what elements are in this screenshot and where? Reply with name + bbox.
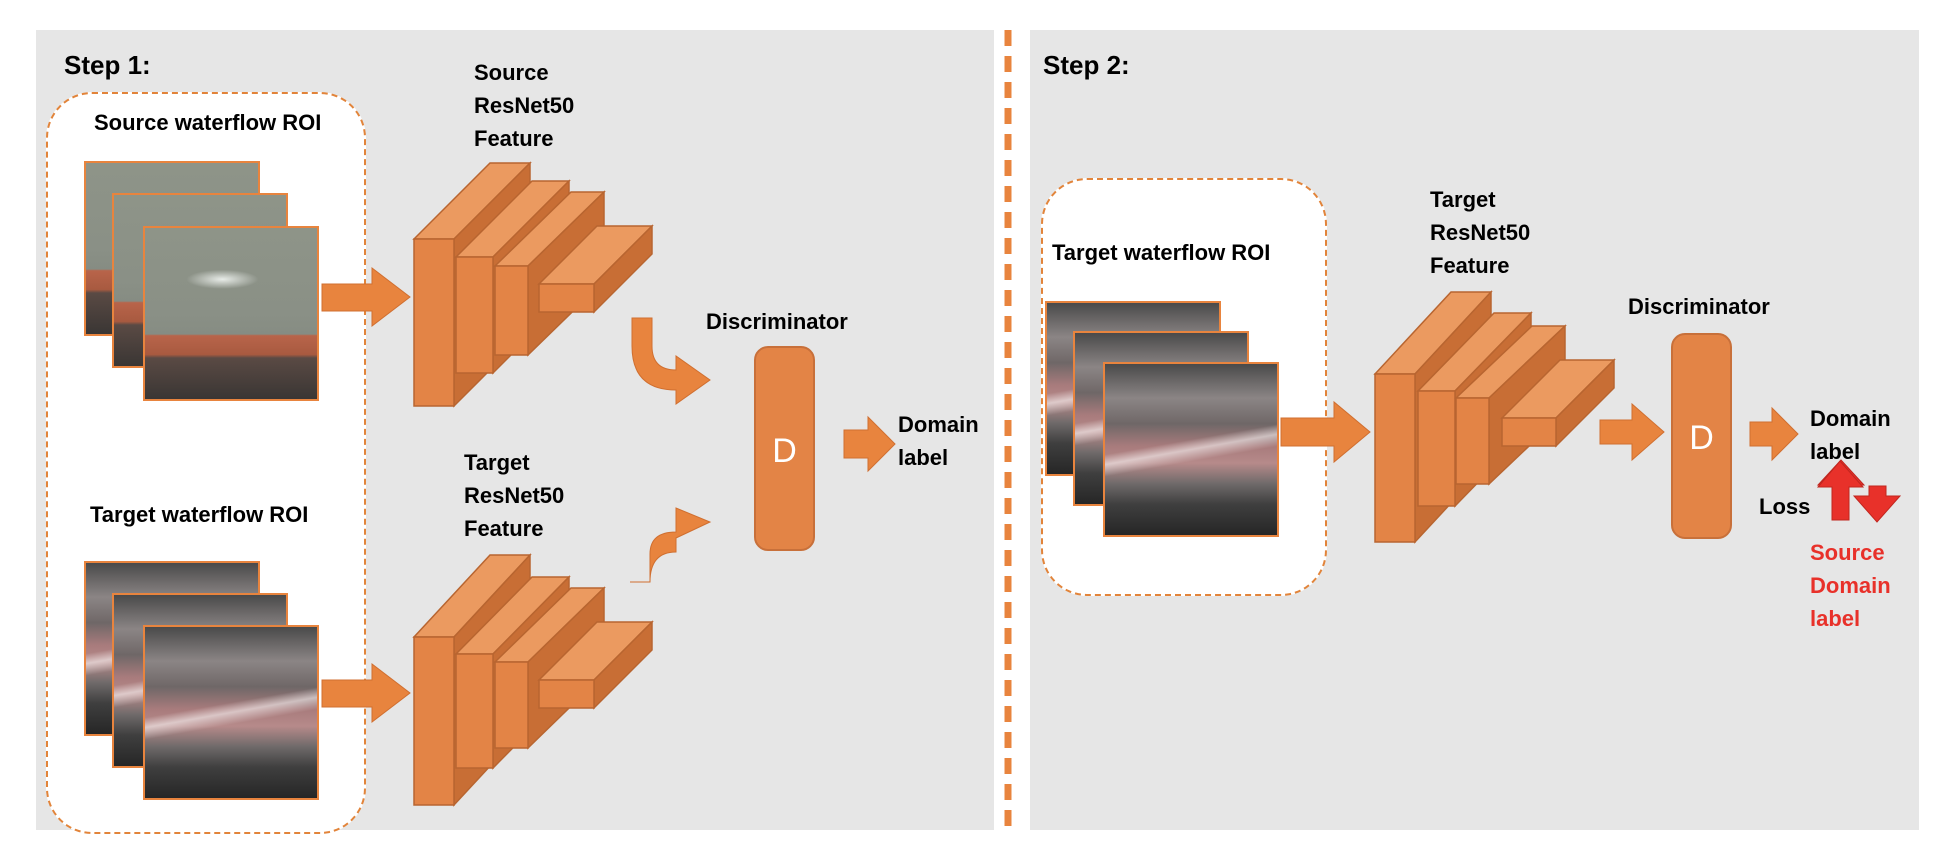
source-feature-line-3: Feature bbox=[474, 126, 554, 151]
source-domain-line-1: Source bbox=[1810, 540, 1885, 565]
arrow-source-to-resnet bbox=[321, 266, 411, 328]
target-feature-line-2: ResNet50 bbox=[464, 483, 565, 508]
arrows bbox=[321, 266, 1799, 724]
loss-label: Loss bbox=[1759, 494, 1811, 519]
step1-discriminator-letter: D bbox=[772, 432, 797, 470]
target-frame-3 bbox=[143, 625, 319, 800]
step2-feature-line-1: Target bbox=[1430, 187, 1496, 212]
source-feature-line-2: ResNet50 bbox=[474, 93, 575, 118]
step1-output-line-1: Domain bbox=[898, 412, 979, 437]
step2-output-label: Domain label bbox=[1810, 402, 1891, 468]
step1-discriminator-box bbox=[754, 346, 815, 551]
step2-output-line-1: Domain bbox=[1810, 406, 1891, 431]
step1-discriminator-label: Discriminator bbox=[706, 309, 848, 334]
target-feature-line-1: Target bbox=[464, 450, 530, 475]
arrow-source-to-discriminator bbox=[631, 317, 711, 405]
step2-discriminator-box bbox=[1671, 333, 1732, 539]
source-domain-line-2: Domain bbox=[1810, 573, 1891, 598]
step2-target-frame-3 bbox=[1103, 362, 1279, 537]
step1-target-roi-label: Target waterflow ROI bbox=[90, 502, 309, 527]
source-domain-line-3: label bbox=[1810, 606, 1861, 631]
step1-title: Step 1: bbox=[64, 50, 151, 80]
step2-resnet-block bbox=[1373, 290, 1616, 544]
loss-down-arrow-shape-2 bbox=[1852, 485, 1902, 523]
step1-output-line-2: label bbox=[898, 445, 949, 470]
step2-feature-line-2: ResNet50 bbox=[1430, 220, 1531, 245]
arrow-target-to-discriminator bbox=[630, 507, 712, 583]
step2-discriminator-label: Discriminator bbox=[1628, 294, 1770, 319]
step2-feature-line-3: Feature bbox=[1430, 253, 1510, 278]
target-feature-line-3: Feature bbox=[464, 516, 544, 541]
step1-output-label: Domain label bbox=[898, 408, 979, 474]
source-feature-line-1: Source bbox=[474, 60, 549, 85]
step2-output-line-2: label bbox=[1810, 439, 1861, 464]
source-resnet-block bbox=[412, 161, 654, 408]
step2-feature-label: Target ResNet50 Feature bbox=[1430, 183, 1530, 282]
step2-discriminator-letter: D bbox=[1689, 419, 1714, 457]
arrow-step2-frames-to-resnet bbox=[1280, 400, 1371, 464]
source-feature-label: Source ResNet50 Feature bbox=[474, 56, 574, 155]
arrow-discriminator-to-label-1 bbox=[843, 415, 896, 473]
step2-target-roi-label: Target waterflow ROI bbox=[1052, 240, 1271, 265]
source-frame-3 bbox=[143, 226, 319, 401]
step1-source-roi-label: Source waterflow ROI bbox=[94, 110, 322, 135]
arrow-step2-resnet-to-discriminator bbox=[1599, 402, 1665, 462]
step2-title: Step 2: bbox=[1043, 50, 1130, 80]
loss-up-arrow-shape bbox=[1816, 460, 1865, 521]
source-domain-label: Source Domain label bbox=[1810, 536, 1891, 635]
arrow-step2-discriminator-to-label bbox=[1749, 406, 1799, 462]
target-feature-label: Target ResNet50 Feature bbox=[464, 446, 564, 545]
arrow-target-to-resnet bbox=[321, 662, 411, 724]
target-resnet-block bbox=[412, 553, 654, 807]
